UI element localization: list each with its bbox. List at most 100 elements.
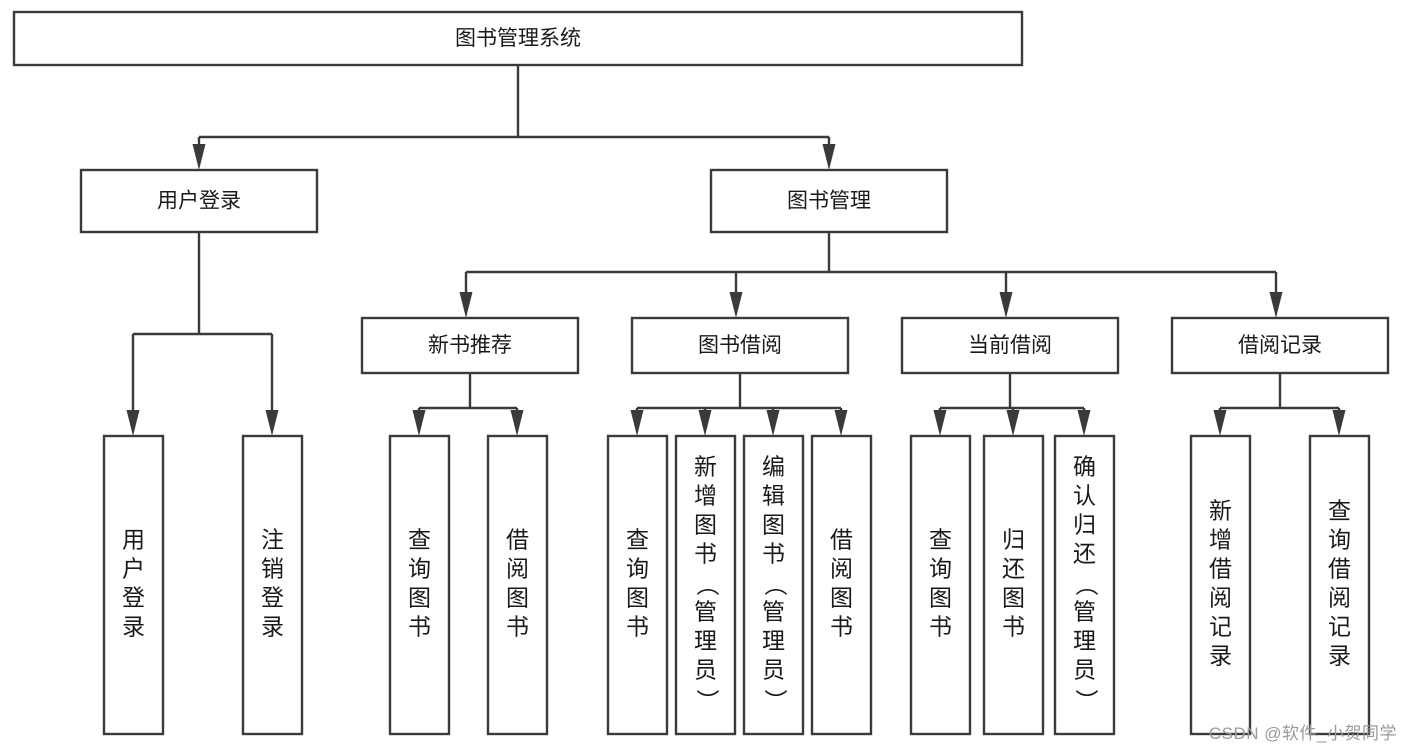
node-label-char: 还 [1002,556,1025,582]
node-label: 当前借阅 [968,334,1052,357]
node-label-char: 认 [1073,483,1096,509]
node-label-char: 销 [261,556,284,582]
node-label-char: 增 [694,483,717,509]
node-label-char: 图 [408,585,431,611]
node-label-char: 增 [1209,527,1232,553]
node-box [982,434,1045,736]
node-box [241,434,304,736]
node-label-char: 询 [408,556,431,582]
node-label-char: 图 [626,585,649,611]
node-label-char: 图 [694,512,717,538]
arrow-head-icon [766,410,780,436]
node-label-char: 员 [1073,657,1096,683]
node-label-char: ） [1073,689,1099,712]
arrow-head-icon [822,144,836,170]
node-box [102,434,165,736]
node-label-char: 书 [1002,614,1025,640]
node-label-char: 管 [694,599,717,625]
arrow-head-icon [999,292,1013,318]
node-label-char: 理 [694,628,717,654]
node-root[interactable]: 图书管理系统 [12,10,1024,67]
arrow-head-icon [834,410,848,436]
node-label-char: 书 [694,541,717,567]
node-label-char: 书 [762,541,785,567]
node-label: 图书管理系统 [455,27,581,50]
arrow-head-icon [459,292,473,318]
node-label-char: 归 [1002,527,1025,553]
node-label-char: 询 [1328,527,1351,553]
node-label-char: 归 [1073,512,1096,538]
node-layer: 图书管理系统用户登录图书管理新书推荐图书借阅当前借阅借阅记录用户登录注销登录查询… [12,10,1390,736]
node-box [810,434,873,736]
arrow-head-icon [1213,410,1227,436]
node-label-char: 查 [626,527,649,553]
node-book-borrow[interactable]: 图书借阅 [630,316,850,375]
node-box [79,168,319,234]
arrow-head-icon [510,410,524,436]
node-current-borrow[interactable]: 当前借阅 [900,316,1120,375]
node-box [486,434,549,736]
node-label-char: 图 [830,585,853,611]
node-label-char: 理 [1073,628,1096,654]
node-label-char: 书 [830,614,853,640]
node-label-char: 借 [1328,556,1351,582]
node-label-char: 查 [408,527,431,553]
node-label-char: 询 [929,556,952,582]
node-label-char: 书 [408,614,431,640]
node-label-char: 员 [694,657,717,683]
node-label-char: 记 [1209,614,1232,640]
node-label-char: 借 [1209,556,1232,582]
node-label-char: 图 [929,585,952,611]
node-label-char: 还 [1073,541,1096,567]
node-label: 用户登录 [157,190,241,213]
node-label-char: 录 [1328,643,1351,669]
node-label-char: 阅 [830,556,853,582]
node-label-char: 辑 [762,483,785,509]
node-label-char: 管 [762,599,785,625]
node-box [12,10,1024,67]
arrow-head-icon [1006,410,1020,436]
node-borrow-record[interactable]: 借阅记录 [1170,316,1390,375]
node-box [1170,316,1390,375]
node-box [1053,434,1116,736]
connector-layer [126,65,1346,436]
arrow-head-icon [933,410,947,436]
node-label-char: 登 [261,585,284,611]
arrow-head-icon [192,144,206,170]
node-label-char: 书 [929,614,952,640]
node-box [742,434,805,736]
node-label-char: 新 [694,454,717,480]
node-label-char: 阅 [506,556,529,582]
node-label-char: 阅 [1328,585,1351,611]
node-label-char: 编 [762,454,785,480]
node-leaf-user-login[interactable]: 用户登录 [102,434,165,736]
node-label-char: （ [694,573,720,596]
node-label: 图书管理 [787,190,871,213]
node-user-login[interactable]: 用户登录 [79,168,319,234]
node-label-char: 书 [626,614,649,640]
node-label-char: 询 [626,556,649,582]
node-label-char: 借 [506,527,529,553]
node-label-char: 新 [1209,498,1232,524]
node-label-char: 理 [762,628,785,654]
node-book-manage[interactable]: 图书管理 [709,168,949,234]
node-label-char: 确 [1073,454,1096,480]
node-new-book-recommend[interactable]: 新书推荐 [360,316,580,375]
node-box [709,168,949,234]
node-label-char: 记 [1328,614,1351,640]
arrow-head-icon [630,410,644,436]
